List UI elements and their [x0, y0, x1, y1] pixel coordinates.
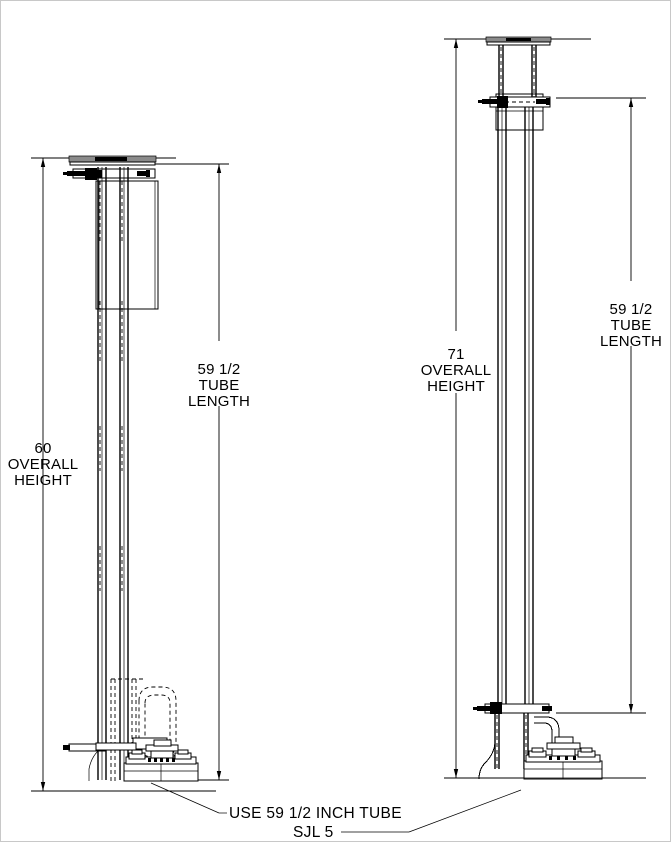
dim-arrow-down — [40, 782, 46, 791]
right-tube-length-dimension — [556, 97, 646, 714]
left-overall-height-value: 60 — [34, 440, 51, 457]
tube-specification-callout: USE 59 1/2 INCH TUBE SJL 5 — [150, 782, 522, 841]
left-elevation-view: 60 OVERALL HEIGHT 59 1/2 TUBE LENGTH — [8, 155, 250, 792]
dim-arrow-up — [40, 158, 46, 167]
callout-line-2: SJL 5 — [293, 824, 334, 841]
left-column-tubes — [97, 167, 129, 780]
left-overall-height-line3: HEIGHT — [14, 472, 72, 489]
right-tube-length-label: 59 1/2 TUBE LENGTH — [600, 301, 662, 350]
right-overall-height-value: 71 — [447, 346, 464, 363]
callout-leader-right — [408, 789, 522, 833]
left-top-clamp-assembly — [63, 168, 156, 180]
right-upper-rails — [498, 45, 537, 97]
right-column-tubes — [497, 107, 534, 713]
right-overall-height-dimension — [444, 38, 646, 779]
right-perforated-rails — [494, 713, 529, 769]
right-tube-length-value: 59 1/2 — [610, 301, 653, 318]
left-tube-length-line2: TUBE — [199, 377, 240, 394]
left-tube-length-label: 59 1/2 TUBE LENGTH — [188, 361, 250, 410]
right-overall-height-label: 71 OVERALL HEIGHT — [421, 346, 492, 395]
right-tube-length-line3: LENGTH — [600, 333, 662, 350]
dim-arrow-up — [453, 39, 459, 48]
dim-arrow-up — [216, 164, 222, 173]
callout-leader-left — [150, 782, 220, 814]
dim-arrow-down — [453, 769, 459, 778]
left-overall-height-label: 60 OVERALL HEIGHT — [8, 440, 79, 489]
left-tube-length-line3: LENGTH — [188, 393, 250, 410]
callout-line-1: USE 59 1/2 INCH TUBE — [229, 805, 402, 822]
left-upper-sleeve — [95, 180, 159, 310]
right-base-plate — [523, 736, 603, 780]
dim-arrow-up — [628, 98, 634, 107]
dim-arrow-down — [628, 704, 634, 713]
right-tube-length-line2: TUBE — [611, 317, 652, 334]
right-elevation-view: 71 OVERALL HEIGHT 59 1/2 TUBE LENGTH — [421, 36, 662, 780]
left-tube-length-value: 59 1/2 — [198, 361, 241, 378]
left-top-plate — [68, 155, 157, 166]
right-overall-height-line2: OVERALL — [421, 362, 492, 379]
dim-arrow-down — [216, 771, 222, 780]
right-upper-clamp-assembly — [478, 93, 551, 131]
right-top-plate — [485, 36, 552, 46]
right-overall-height-line3: HEIGHT — [427, 378, 485, 395]
left-tube-length-dimension — [141, 163, 229, 781]
left-overall-height-line2: OVERALL — [8, 456, 79, 473]
left-base-plate — [123, 739, 199, 782]
